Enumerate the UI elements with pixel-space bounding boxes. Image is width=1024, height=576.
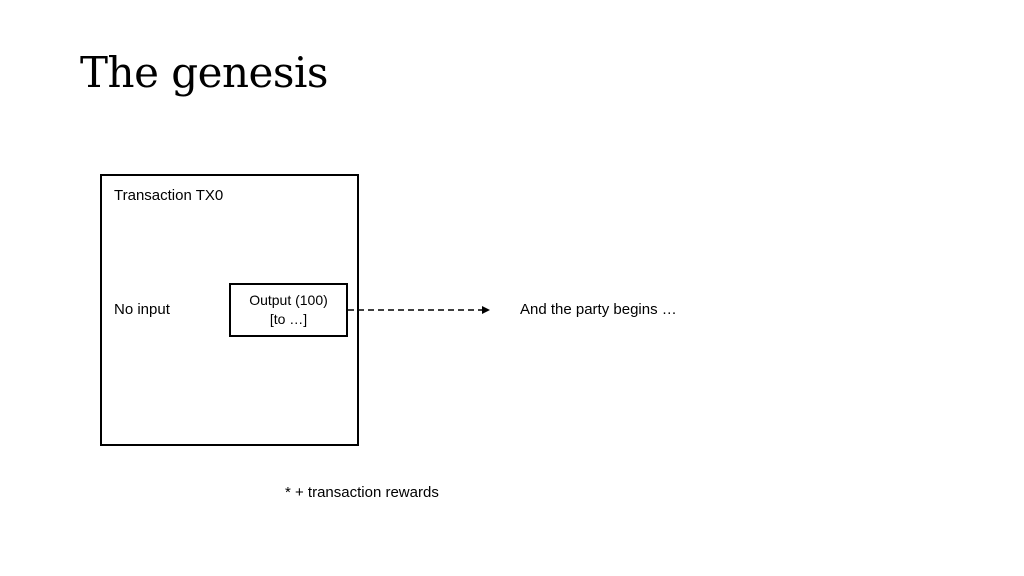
slide-title: The genesis <box>80 48 328 97</box>
party-begins-label: And the party begins … <box>520 301 677 318</box>
footnote: * + transaction rewards <box>285 484 439 501</box>
dashed-arrow <box>348 306 490 314</box>
output-recipient-label: [to …] <box>269 311 308 327</box>
transaction-label: Transaction TX0 <box>114 187 224 204</box>
no-input-label: No input <box>114 301 170 318</box>
output-amount-label: Output (100) <box>249 292 328 309</box>
output-box: Output (100) [to …] <box>229 283 348 337</box>
arrow-head-icon <box>482 306 490 314</box>
